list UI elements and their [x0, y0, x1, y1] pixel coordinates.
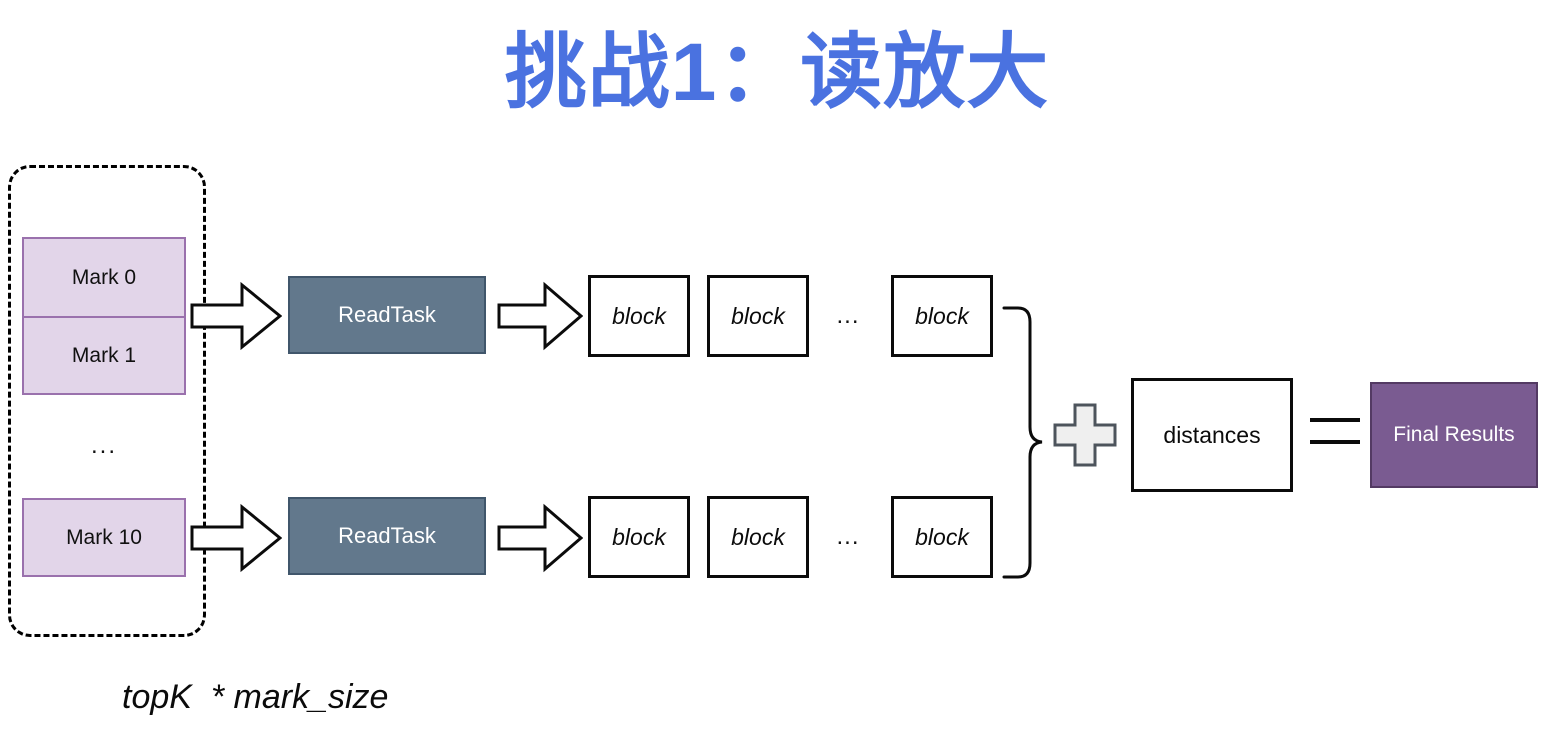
block-label: block: [731, 523, 785, 550]
block-label: block: [612, 523, 666, 550]
marks-ellipsis: ...: [90, 432, 117, 459]
block-box[interactable]: block: [707, 275, 809, 357]
right-block-arrow-icon: [190, 281, 282, 351]
readtask-label-top: ReadTask: [338, 302, 436, 327]
equals-bar-bottom: [1310, 440, 1360, 444]
block-box-tail[interactable]: block: [891, 496, 993, 578]
mark-label-10: Mark 10: [66, 525, 142, 549]
marks-container: [8, 165, 206, 637]
final-results-box[interactable]: Final Results: [1370, 382, 1538, 488]
plus-icon: [1053, 403, 1117, 467]
equals-bar-top: [1310, 418, 1360, 422]
block-label: block: [915, 523, 969, 550]
right-block-arrow-icon: [497, 281, 583, 351]
block-label: block: [731, 302, 785, 329]
mark-label-1: Mark 1: [71, 343, 137, 367]
readtask-box-top[interactable]: ReadTask: [288, 276, 486, 354]
block-box-tail[interactable]: block: [891, 275, 993, 357]
formula-caption: topK * mark_size: [122, 678, 389, 716]
readtask-label-bottom: ReadTask: [338, 523, 436, 548]
block-label: block: [612, 302, 666, 329]
mark-stack: Mark 0 Mark 1: [22, 237, 186, 395]
block-label: block: [915, 302, 969, 329]
blocks-ellipsis: ...: [836, 523, 860, 550]
page-title: 挑战1：读放大: [504, 27, 1050, 118]
block-box[interactable]: block: [707, 496, 809, 578]
equals-icon: [1310, 418, 1360, 452]
final-results-label: Final Results: [1393, 423, 1515, 446]
mark-box-0[interactable]: Mark 0: [24, 239, 184, 316]
mark-label-0: Mark 0: [71, 265, 137, 289]
block-box[interactable]: block: [588, 496, 690, 578]
blocks-ellipsis: ...: [836, 302, 860, 329]
distances-label: distances: [1163, 421, 1261, 448]
right-block-arrow-icon: [190, 503, 282, 573]
readtask-box-bottom[interactable]: ReadTask: [288, 497, 486, 575]
distances-box[interactable]: distances: [1131, 378, 1293, 492]
right-curly-brace-icon: [1002, 306, 1043, 579]
right-block-arrow-icon: [497, 503, 583, 573]
mark-box-10[interactable]: Mark 10: [22, 498, 186, 577]
mark-box-1[interactable]: Mark 1: [24, 316, 184, 393]
block-box[interactable]: block: [588, 275, 690, 357]
